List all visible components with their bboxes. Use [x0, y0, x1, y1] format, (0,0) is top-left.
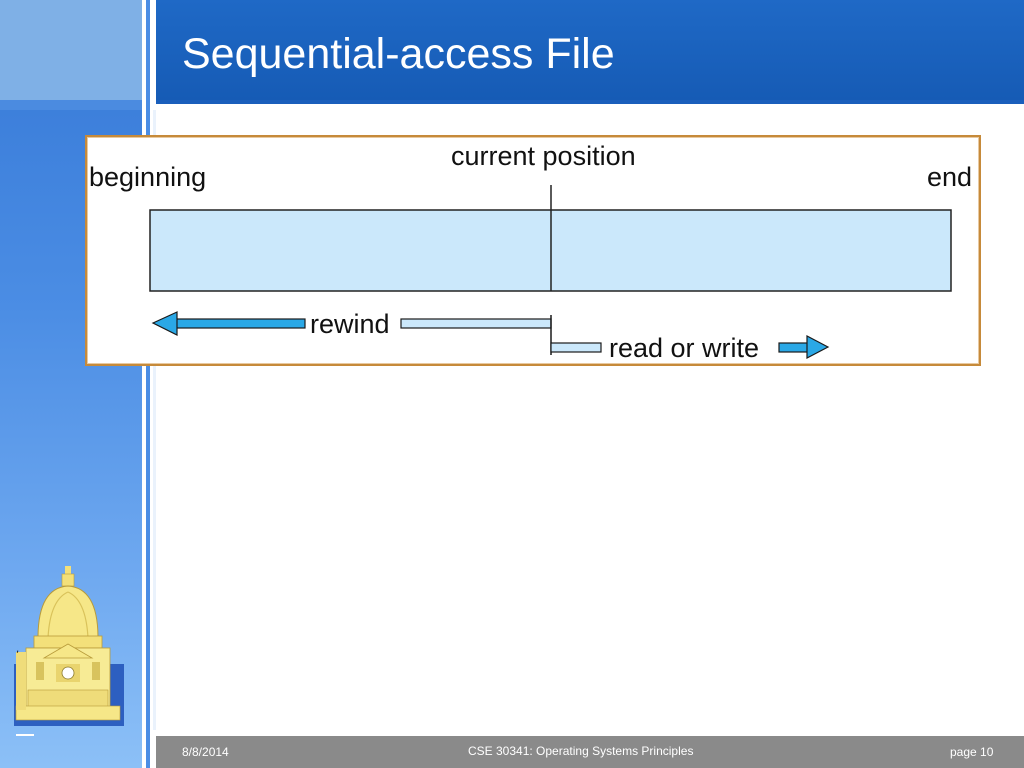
footer-course: CSE 30341: Operating Systems Principles — [468, 744, 694, 758]
title-bar — [156, 0, 1024, 100]
svg-text:,: , — [16, 644, 19, 655]
rewind-label: rewind — [306, 309, 394, 339]
sequential-file-diagram — [149, 185, 952, 359]
end-label: end — [927, 162, 973, 192]
divider-stripe — [142, 0, 146, 768]
rewind-connector — [400, 318, 552, 329]
slide-title: Sequential-access File — [182, 30, 615, 78]
rewind-arrow — [151, 311, 306, 336]
beginning-label: beginning — [89, 162, 207, 192]
title-rule — [156, 100, 1024, 104]
read-write-arrow — [778, 335, 830, 359]
divider-stripe — [153, 110, 156, 730]
divider-stripe — [146, 0, 150, 768]
footer-bar — [156, 736, 1024, 768]
read-write-label: read or write — [605, 333, 764, 363]
dome-crest-icon: , — [14, 566, 124, 736]
divider-stripe — [150, 0, 153, 768]
sidebar-band — [0, 100, 142, 110]
footer-date: 8/8/2014 — [182, 745, 229, 759]
current-position-label: current position — [451, 141, 636, 171]
footer-page-number: page 10 — [950, 745, 994, 759]
read-write-connector — [550, 342, 602, 353]
sidebar-top-tile — [0, 0, 142, 100]
